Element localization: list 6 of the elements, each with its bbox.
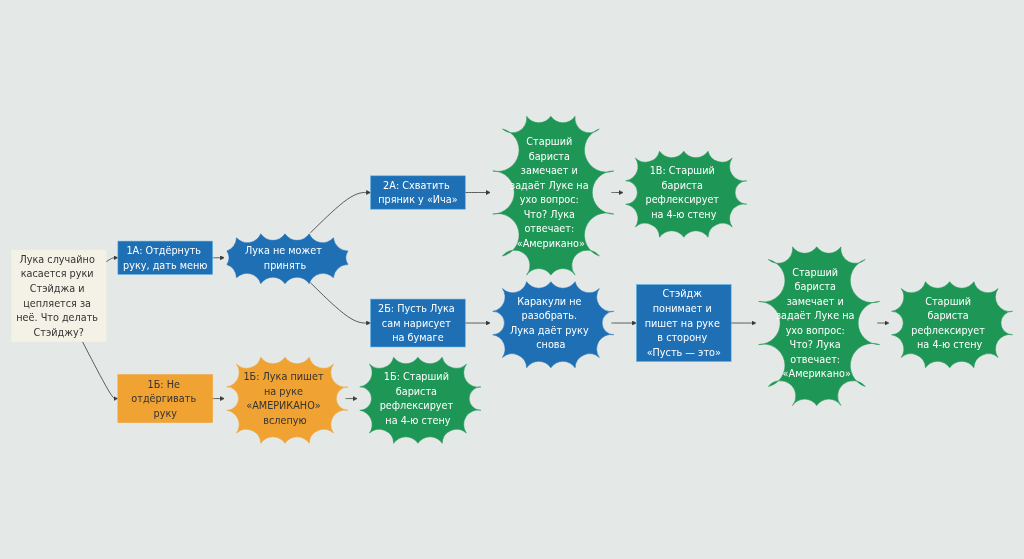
node-box: Стэйдж понимает и пишет на руке в сторону «Пусть — это»	[636, 283, 732, 362]
node-box: 2Б: Пусть Лука сам нарисует на бумаге	[370, 298, 466, 347]
node-box: Лука случайно касается руки Стэйджа и цепляется за неё. Что делать Стэйджу?	[11, 249, 107, 342]
node-box: 2А: Схватить пряник у «Ича»	[370, 175, 466, 210]
node-box: 1Б: Не отдёргивать руку	[117, 374, 213, 423]
node-box: 1А: Отдёрнуть руку, дать меню	[117, 240, 213, 275]
